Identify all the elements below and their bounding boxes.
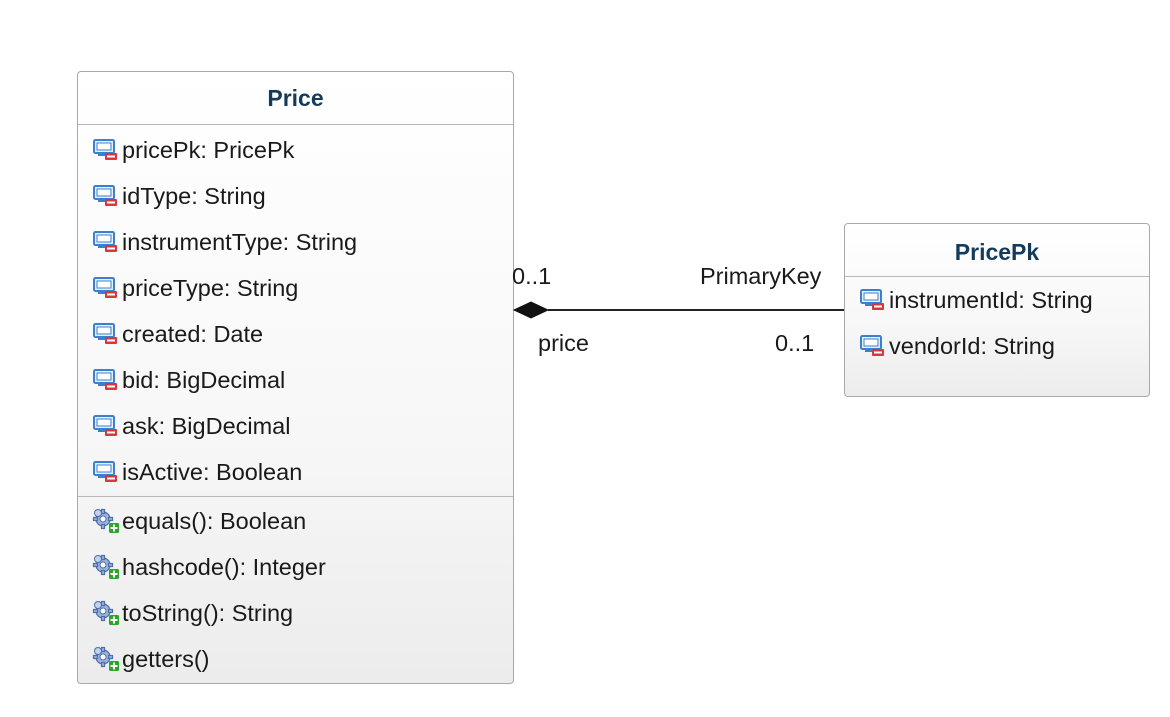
attribute-label: priceType: String [122,274,299,301]
attribute-label: ask: BigDecimal [122,412,291,439]
attribute-label: idType: String [122,182,266,209]
attributes-compartment: pricePk: PricePk idType: String instrume… [78,124,513,496]
attribute-label: instrumentId: String [889,286,1093,313]
class-name: PricePk [954,239,1040,265]
attribute-icon [92,183,122,209]
attribute-icon [92,229,122,255]
attribute-row[interactable]: created: Date [92,311,513,357]
attribute-icon [859,333,889,359]
attribute-row[interactable]: idType: String [92,173,513,219]
gear-plus-icon [92,508,122,534]
attribute-row[interactable]: pricePk: PricePk [92,127,513,173]
operations-compartment: equals(): Boolean hashcode(): Integer to… [78,496,513,682]
operation-row[interactable]: getters() [92,636,513,682]
attribute-row[interactable]: bid: BigDecimal [92,357,513,403]
attribute-icon [859,287,889,313]
gear-plus-icon [92,600,122,626]
gear-plus-icon [92,554,122,580]
attribute-icon [92,367,122,393]
attribute-label: bid: BigDecimal [122,366,286,393]
attribute-label: instrumentType: String [122,228,358,255]
attribute-label: vendorId: String [889,332,1055,359]
composition-diamond [512,301,550,319]
attribute-icon [92,137,122,163]
pricepk-class[interactable]: PricePk instrumentId: String vendorId: S… [844,223,1150,397]
attribute-label: created: Date [122,320,264,347]
attributes-compartment: instrumentId: String vendorId: String [845,276,1149,369]
attribute-row[interactable]: instrumentId: String [859,277,1149,323]
attribute-row[interactable]: ask: BigDecimal [92,403,513,449]
operation-label: hashcode(): Integer [122,553,326,580]
gear-plus-icon [92,646,122,672]
class-name: Price [267,85,324,111]
attribute-label: pricePk: PricePk [122,136,295,163]
attribute-icon [92,275,122,301]
attribute-row[interactable]: priceType: String [92,265,513,311]
operation-label: toString(): String [122,599,294,626]
source-role-label: price [538,330,589,356]
attribute-icon [92,321,122,347]
operation-label: equals(): Boolean [122,507,307,534]
operation-row[interactable]: toString(): String [92,590,513,636]
price-class[interactable]: Price pricePk: PricePk idType: String in… [77,71,514,684]
target-multiplicity: 0..1 [775,330,815,356]
operation-row[interactable]: hashcode(): Integer [92,544,513,590]
attribute-icon [92,459,122,485]
attribute-row[interactable]: instrumentType: String [92,219,513,265]
operation-label: getters() [122,645,210,672]
target-role-label: PrimaryKey [700,263,822,289]
attribute-label: isActive: Boolean [122,458,303,485]
source-multiplicity: 0..1 [512,263,552,289]
operation-row[interactable]: equals(): Boolean [92,498,513,544]
attribute-icon [92,413,122,439]
attribute-row[interactable]: vendorId: String [859,323,1149,369]
attribute-row[interactable]: isActive: Boolean [92,449,513,495]
